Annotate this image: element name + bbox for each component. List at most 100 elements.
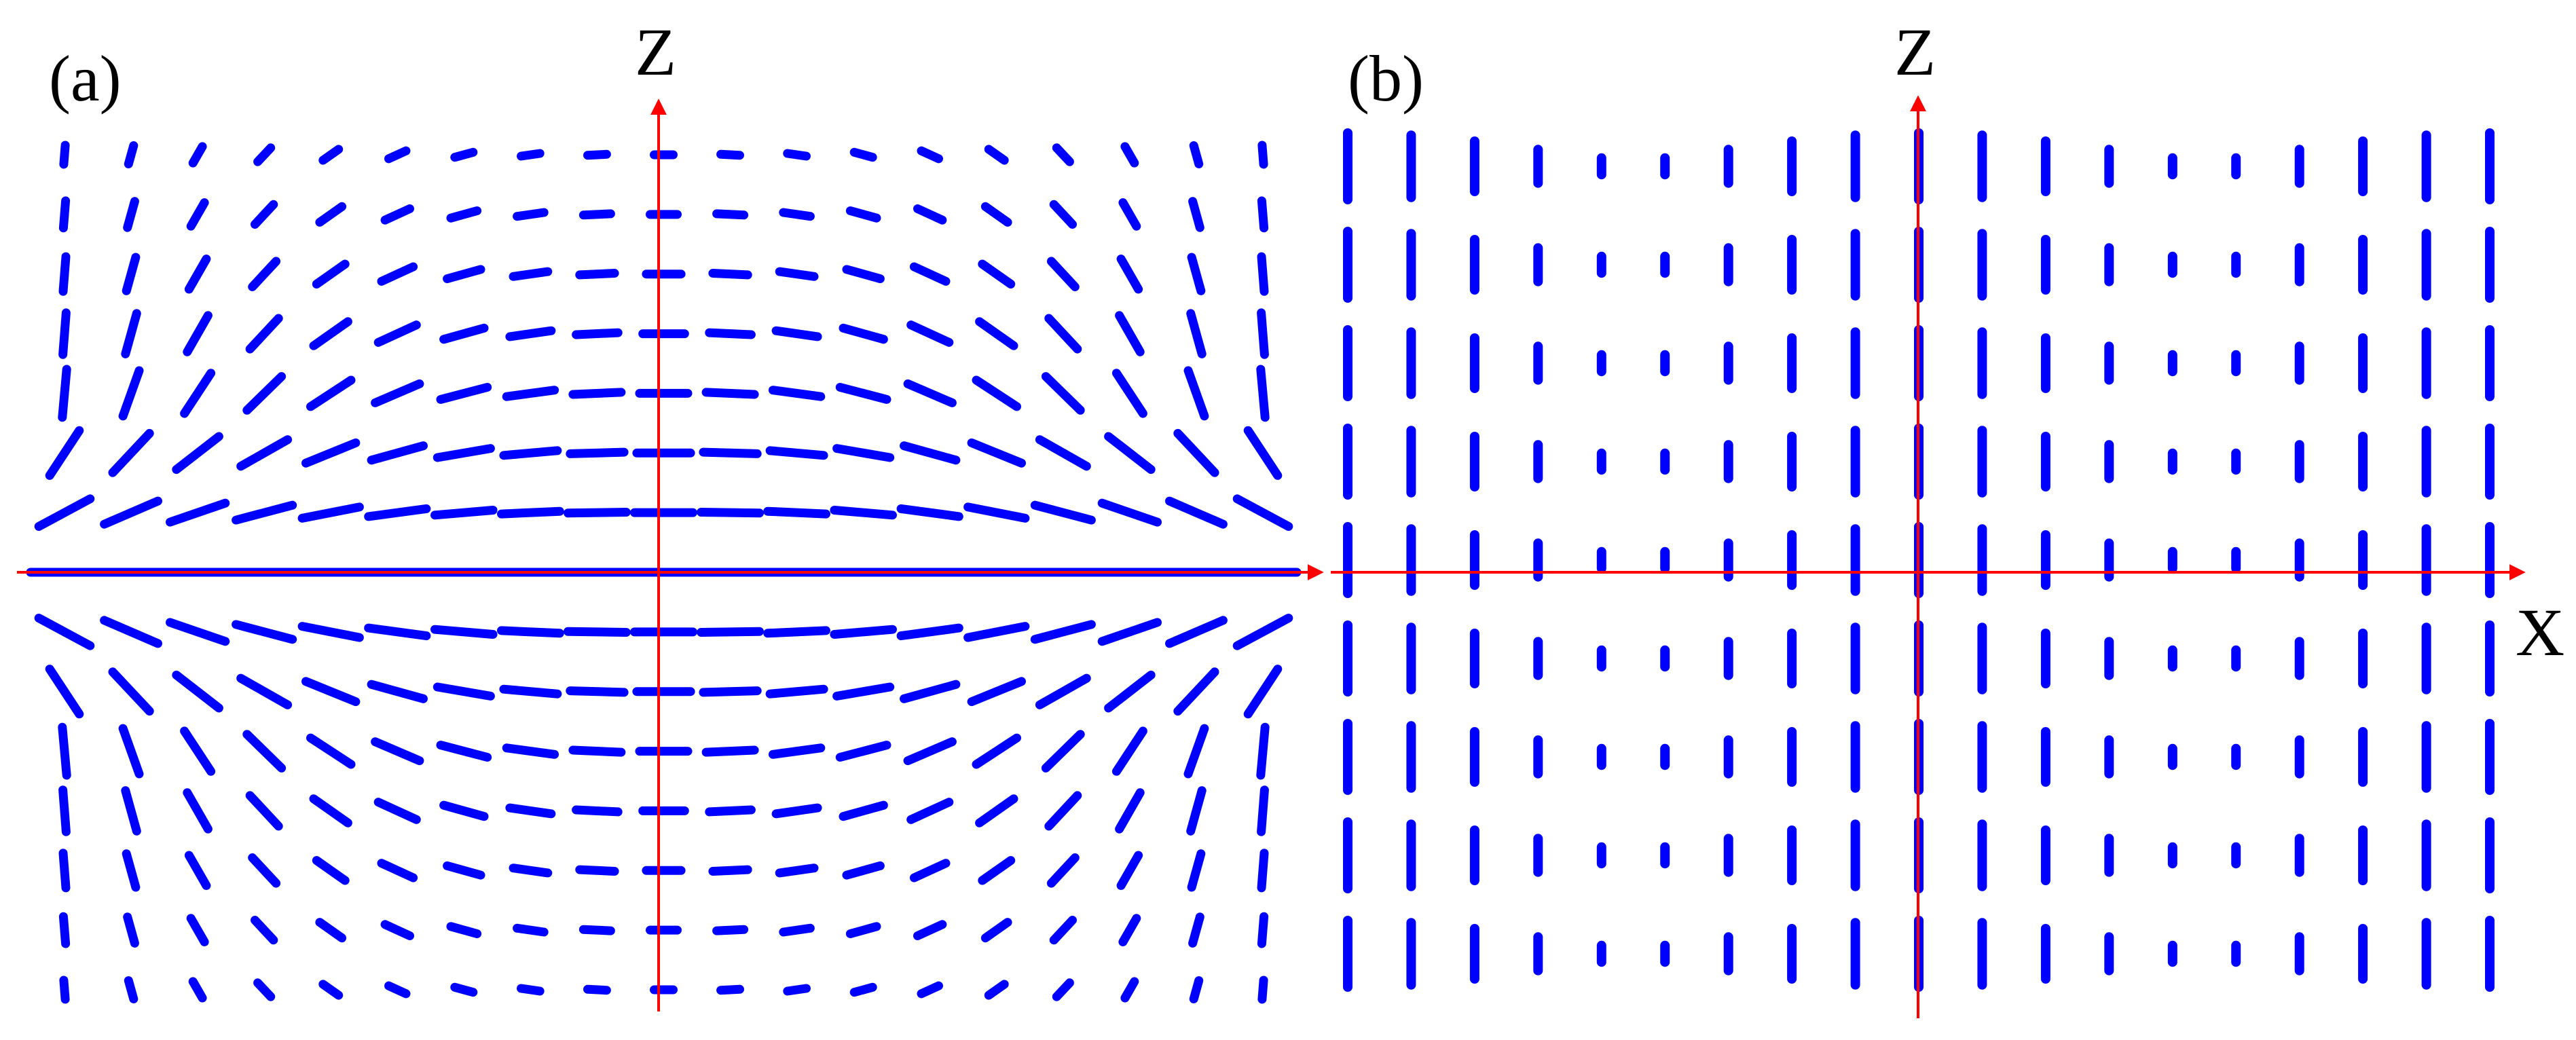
director-mark-a [446, 922, 482, 938]
director-mark-a [34, 494, 95, 531]
director-mark-a [306, 733, 356, 769]
director-mark-a [701, 745, 759, 757]
director-mark-a [578, 925, 615, 935]
director-mark-a [364, 623, 431, 641]
director-mark-a [845, 922, 881, 938]
director-mark-a [502, 743, 559, 759]
director-mark-a [45, 665, 84, 719]
director-mark-a [184, 255, 211, 294]
director-mark-a [835, 383, 891, 404]
director-mark-a [34, 614, 95, 650]
director-mark-a [984, 980, 1009, 1000]
director-mark-a [499, 446, 562, 460]
director-mark-a [1189, 976, 1204, 1003]
director-mark-a [1035, 435, 1091, 471]
director-mark-a [364, 504, 431, 521]
director-mark-a [172, 670, 223, 713]
director-mark-a [839, 323, 888, 344]
director-mark-a [172, 432, 223, 475]
director-mark-a [297, 502, 364, 523]
director-mark-a [1035, 673, 1091, 709]
director-mark-a [712, 925, 749, 935]
director-mark-a [975, 317, 1018, 350]
director-mark-a [509, 863, 553, 878]
director-mark-a [832, 444, 895, 462]
director-mark-a [765, 446, 828, 460]
director-mark-a [384, 981, 411, 999]
director-mark-a [849, 982, 877, 997]
director-mark-a [1104, 670, 1156, 713]
director-mark-a [248, 853, 281, 888]
director-mark-a [1165, 496, 1228, 529]
director-mark-a [245, 314, 283, 354]
director-mark-a [832, 682, 895, 701]
director-mark-a [849, 147, 877, 162]
director-mark-a [513, 923, 549, 937]
director-mark-a [59, 976, 70, 1004]
director-mark-a [124, 976, 139, 1003]
director-mark-a [842, 265, 885, 284]
director-mark-a [446, 206, 482, 223]
director-mark-a [712, 209, 749, 220]
director-mark-a [906, 798, 954, 824]
director-mark-a [58, 308, 71, 359]
director-mark-a [775, 863, 819, 878]
director-mark-a [1041, 730, 1085, 773]
director-mark-a [583, 984, 611, 995]
director-mark-a [708, 269, 752, 280]
director-mark-a [972, 375, 1021, 411]
director-mark-a [123, 912, 139, 948]
director-mark-a [1243, 665, 1283, 719]
director-mark-a [1044, 791, 1082, 831]
director-mark-a [184, 851, 211, 890]
director-mark-a [1115, 788, 1145, 834]
director-mark-a [1243, 426, 1283, 480]
director-mark-a [367, 441, 428, 465]
director-mark-a [566, 686, 629, 697]
director-mark-a [1257, 785, 1269, 836]
director-mark-a [183, 788, 213, 834]
director-mark-a [903, 379, 957, 407]
director-mark-a [845, 206, 881, 223]
director-mark-a [450, 982, 478, 997]
director-mark-a [1183, 724, 1209, 779]
director-mark-a [513, 208, 549, 221]
director-mark-a [497, 626, 564, 638]
director-mark-a [306, 375, 356, 411]
director-mark-a [58, 252, 71, 296]
director-mark-a [980, 202, 1012, 227]
director-mark-a [436, 383, 492, 404]
director-mark-a [716, 984, 744, 995]
director-mark-a [564, 627, 631, 637]
director-mark-a [1232, 614, 1293, 650]
director-mark-a [1186, 786, 1207, 836]
director-mark-a [768, 386, 826, 401]
director-mark-a [251, 200, 278, 229]
panel-b: (b) Z X [1331, 14, 2564, 1018]
director-mark-a [1104, 432, 1156, 475]
director-mark-a [166, 498, 230, 527]
director-mark-a [450, 147, 478, 162]
director-mark-a [186, 914, 209, 946]
director-mark-a [1188, 912, 1204, 948]
panel-a-label: (a) [49, 42, 122, 115]
director-mark-a [373, 798, 421, 824]
director-mark-a [505, 803, 556, 819]
director-mark-a [1120, 977, 1139, 1003]
director-mark-a [121, 786, 141, 836]
director-mark-a [1052, 143, 1074, 166]
panel-a: (a) Z [17, 14, 1324, 1011]
director-mark-a [367, 680, 428, 703]
director-mark-a [783, 984, 811, 996]
director-mark-a [124, 141, 139, 168]
director-mark-a [1257, 976, 1268, 1004]
director-mark-a [771, 803, 822, 819]
director-mark-a [972, 733, 1021, 769]
panel-b-director-field [1343, 128, 2495, 992]
director-mark-a [716, 149, 744, 160]
director-mark-a [436, 741, 492, 762]
director-mark-a [297, 622, 364, 642]
panel-b-x-label: X [2516, 595, 2564, 670]
director-mark-a [430, 625, 498, 639]
